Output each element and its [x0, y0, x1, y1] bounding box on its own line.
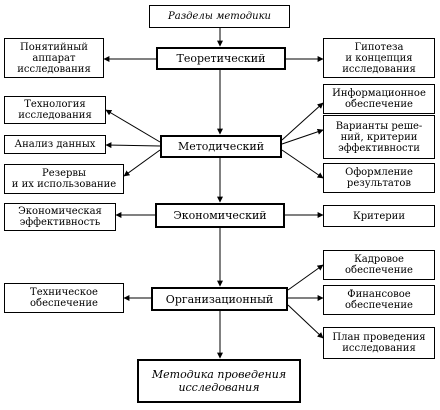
box-variants: Варианты реше- ний, критерии эффективнос…	[323, 115, 435, 159]
box-hypothesis: Гипотеза и концепция исследования	[323, 38, 435, 78]
box-concepts: Понятийный аппарат исследования	[4, 38, 104, 78]
box-tech-support: Техническое обеспечение	[4, 283, 124, 313]
box-plan: План проведения исследования	[323, 327, 435, 359]
box-technology: Технология исследования	[4, 96, 106, 124]
title-box: Разделы методики	[149, 5, 290, 28]
box-reserves: Резервы и их использование	[4, 164, 124, 194]
stage-organizational: Организационный	[151, 287, 288, 311]
stage-methodical: Методический	[160, 135, 282, 158]
stage-economic: Экономический	[155, 203, 285, 228]
box-efficiency: Экономическая эффективность	[4, 203, 116, 231]
final-box: Методика проведения исследования	[137, 359, 301, 403]
box-analysis: Анализ данных	[4, 135, 106, 154]
box-formatting: Оформление результатов	[323, 163, 435, 193]
stage-theoretical: Теоретический	[156, 47, 286, 70]
box-info-support: Информационное обеспечение	[323, 84, 435, 114]
box-finance: Финансовое обеспечение	[323, 285, 435, 315]
box-criteria: Критерии	[323, 205, 435, 227]
box-staff: Кадровое обеспечение	[323, 250, 435, 280]
